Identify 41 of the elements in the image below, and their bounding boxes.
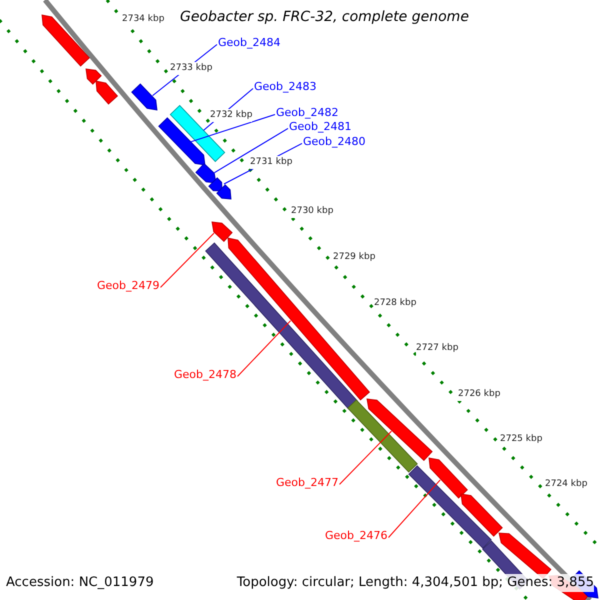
gene-feature <box>158 117 206 166</box>
leader-line <box>214 128 288 174</box>
gene-label: Geob_2481 <box>289 120 352 133</box>
tick-label: 2729 kbp <box>333 251 376 264</box>
gene-label: Geob_2484 <box>218 36 280 49</box>
gene-feature <box>131 83 158 110</box>
tick-label: 2734 kbp <box>122 13 164 26</box>
tick-label: 2725 kbp <box>500 433 542 446</box>
gene-label: Geob_2482 <box>276 106 338 119</box>
gene-feature <box>428 458 468 499</box>
tick-label: 2732 kbp <box>210 109 252 122</box>
tick-label: 2730 kbp <box>291 205 334 218</box>
tick-label: 2733 kbp <box>170 62 212 75</box>
gene-feature <box>86 68 102 85</box>
leader-line <box>339 430 392 485</box>
gene-feature <box>42 14 90 67</box>
leader-line <box>190 114 276 142</box>
tick-label: 2731 kbp <box>250 156 292 169</box>
title: Geobacter sp. FRC-32, complete genome <box>180 9 469 26</box>
footer-text: Accession: NC_011979 <box>6 574 154 592</box>
gene-label: Geob_2476 <box>325 529 388 542</box>
leader-line <box>160 232 214 288</box>
gene-label: Geob_2477 <box>276 476 338 489</box>
gene-label: Geob_2483 <box>254 80 316 93</box>
tick-label: 2727 kbp <box>416 342 458 355</box>
tick-label: 2728 kbp <box>374 297 416 310</box>
gene-feature <box>208 177 222 192</box>
footer-text: Topology: circular; Length: 4,304,501 bp; Genes: 3,855 <box>236 574 594 592</box>
tick-label: 2724 kbp <box>545 478 588 491</box>
gene-label: Geob_2478 <box>174 368 236 381</box>
gene-label: Geob_2479 <box>97 279 160 292</box>
leader-line <box>388 479 441 538</box>
gene-feature <box>408 465 492 549</box>
gene-feature <box>347 399 418 473</box>
gene-feature <box>96 80 118 105</box>
gene-label: Geob_2480 <box>303 135 366 148</box>
tick-label: 2726 kbp <box>458 388 500 401</box>
gene-feature <box>216 184 232 200</box>
gene-feature <box>460 494 503 537</box>
leader-line <box>237 320 292 377</box>
gene-feature <box>366 398 433 461</box>
